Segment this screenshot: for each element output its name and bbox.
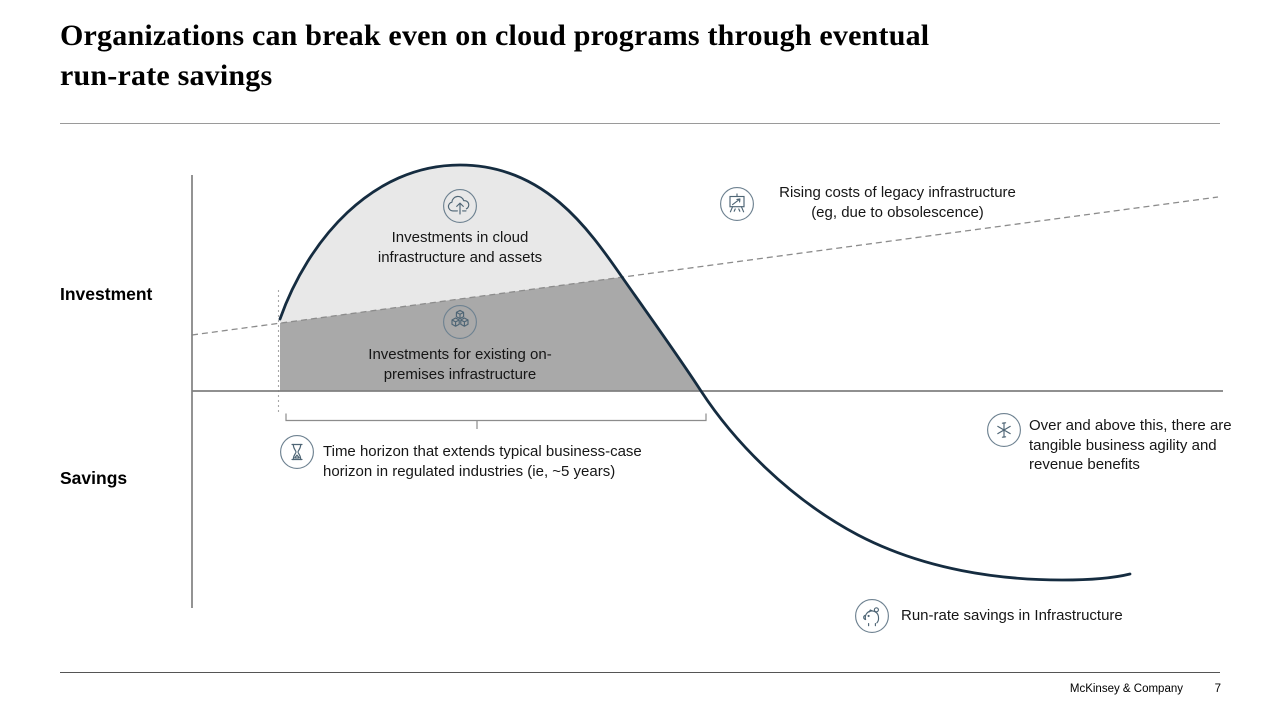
time-horizon-label: Time horizon that extends typical busine… — [323, 443, 642, 480]
slide-title-line-1: Organizations can break even on cloud pr… — [60, 19, 930, 52]
footer-divider — [60, 672, 1220, 673]
cloud-investment-area — [280, 165, 622, 323]
piggy-bank-icon — [854, 598, 890, 634]
footer-brand: McKinsey & Company — [1069, 683, 1183, 695]
legacy-cost-label: Rising costs of legacy infrastructure (e… — [779, 184, 1016, 221]
asterisk-icon — [986, 412, 1022, 448]
title-divider — [60, 123, 1220, 124]
hourglass-icon — [279, 434, 315, 470]
time-horizon-bracket — [285, 413, 707, 429]
footer-page-number: 7 — [1214, 683, 1221, 695]
cost-savings-curve — [278, 163, 1132, 582]
cloud-investment-label: Investments in cloud infrastructure and … — [377, 229, 543, 266]
legacy-cost-dashed-line — [191, 196, 1219, 336]
cubes-icon — [442, 304, 478, 340]
onprem-investment-area — [280, 277, 701, 391]
y-axis-label-investment: Investment — [60, 284, 153, 304]
slide-title: Organizations can break even on cloud pr… — [60, 16, 1230, 96]
cloud-upload-icon — [442, 188, 478, 224]
onprem-investment-label: Investments for existing on-premises inf… — [368, 346, 552, 383]
y-axis-label-savings: Savings — [60, 468, 128, 488]
run-rate-savings-label: Run-rate savings in Infrastructure — [901, 607, 1123, 624]
business-agility-label: Over and above this, there are tangible … — [1029, 417, 1232, 473]
flipchart-rising-arrow-icon — [719, 186, 755, 222]
slide-title-line-2: run-rate savings — [60, 59, 273, 92]
